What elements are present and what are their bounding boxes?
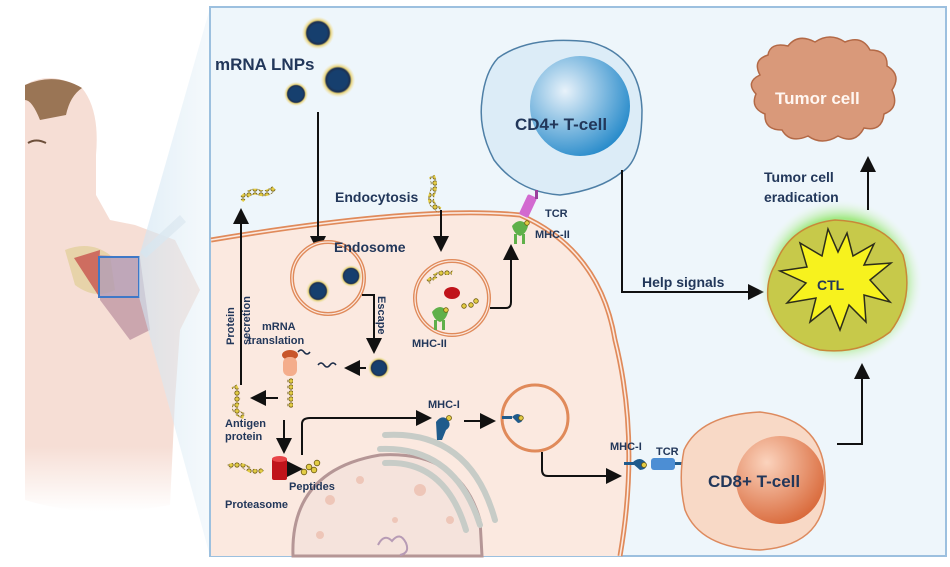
protease-icon <box>444 287 460 299</box>
label-proteasome: Proteasome <box>225 499 288 511</box>
golgi-apparatus <box>377 431 498 533</box>
label-mhc-i-surface: MHC-I <box>610 441 642 453</box>
exogenous-antigen <box>428 174 442 213</box>
cd4-tcell <box>480 39 643 196</box>
lnp-particle <box>306 279 330 303</box>
label-endosome: Endosome <box>334 239 406 255</box>
mhc-i-icon <box>436 415 452 440</box>
deltoid-muscle <box>74 250 100 295</box>
label-ctl: CTL <box>817 277 845 293</box>
mhc-i-tcr-synapse <box>624 458 683 470</box>
zoom-region-box <box>98 256 140 298</box>
hair <box>25 79 82 120</box>
mrna-strand <box>317 362 337 368</box>
lnp-group <box>284 17 355 106</box>
label-mrna-lnps: mRNA LNPs <box>215 55 315 74</box>
label-endocytosis: Endocytosis <box>335 189 418 205</box>
label-escape: Escape <box>375 296 387 335</box>
label-mhc-i-golgi: MHC-I <box>428 399 460 411</box>
mhc-ii-surface-icon <box>512 220 530 244</box>
lnp-particle <box>321 63 355 97</box>
label-protein-secretion-1: Protein <box>225 307 237 345</box>
arrow-peptides-to-mhc-i <box>301 410 432 455</box>
arrow-cd8-to-ctl <box>837 363 870 445</box>
nucleolus <box>377 535 409 556</box>
proteasome-icon <box>272 456 287 480</box>
label-peptides: Peptides <box>289 481 335 493</box>
cd4-nucleus <box>530 56 630 156</box>
label-mrna-translation-1: mRNA <box>262 321 296 333</box>
label-antigen-protein-2: protein <box>225 431 263 443</box>
label-cd4-tcell: CD4+ T-cell <box>515 115 607 134</box>
label-mhc-ii-surface: MHC-II <box>535 229 570 241</box>
mhc-ii-endosome <box>413 259 491 337</box>
label-protein-secretion-2: secretion <box>241 296 253 345</box>
protein-to-degrade <box>227 462 264 475</box>
antigen-protein <box>231 384 246 419</box>
arrow-mhc-ii-to-surface <box>490 244 519 309</box>
arrow-vesicle-to-surface <box>541 452 622 484</box>
endosome <box>290 240 366 316</box>
ctl-starburst <box>777 226 894 333</box>
tumor-cell <box>750 36 897 142</box>
label-tumor-cell: Tumor cell <box>775 89 860 108</box>
label-cd8-tcell: CD8+ T-cell <box>708 472 800 491</box>
label-tcr-cd8: TCR <box>656 446 679 458</box>
secreted-protein <box>238 185 277 203</box>
tcr-cd8-icon <box>651 458 675 470</box>
ctl-cell <box>758 200 922 364</box>
label-tcr-cd4: TCR <box>545 208 568 220</box>
cd8-nucleus <box>736 436 824 524</box>
lnp-particle <box>284 82 308 106</box>
zoom-beam <box>139 8 210 556</box>
tcr-cd4-icon <box>519 190 538 218</box>
arrow-escape <box>362 294 382 354</box>
label-help-signals: Help signals <box>642 274 725 290</box>
mhc-i-vesicle <box>500 383 570 453</box>
mrna-strand <box>297 349 311 355</box>
cd8-tcell <box>680 411 827 551</box>
escaped-lnp <box>368 357 390 379</box>
label-antigen-protein-1: Antigen <box>225 418 266 430</box>
label-tumor-eradication-1: Tumor cell <box>764 169 834 185</box>
ribosome <box>282 349 311 408</box>
arrow-help-signals <box>621 170 764 300</box>
antigen-fragment <box>426 269 453 284</box>
label-tumor-eradication-2: eradication <box>764 189 839 205</box>
peptides-icon <box>300 459 321 476</box>
label-mrna-translation-2: translation <box>248 335 305 347</box>
lnp-particle <box>340 265 362 287</box>
lnp-particle <box>302 17 334 49</box>
closed-eye <box>27 139 47 144</box>
label-mhc-ii-endosome: MHC-II <box>412 338 447 350</box>
